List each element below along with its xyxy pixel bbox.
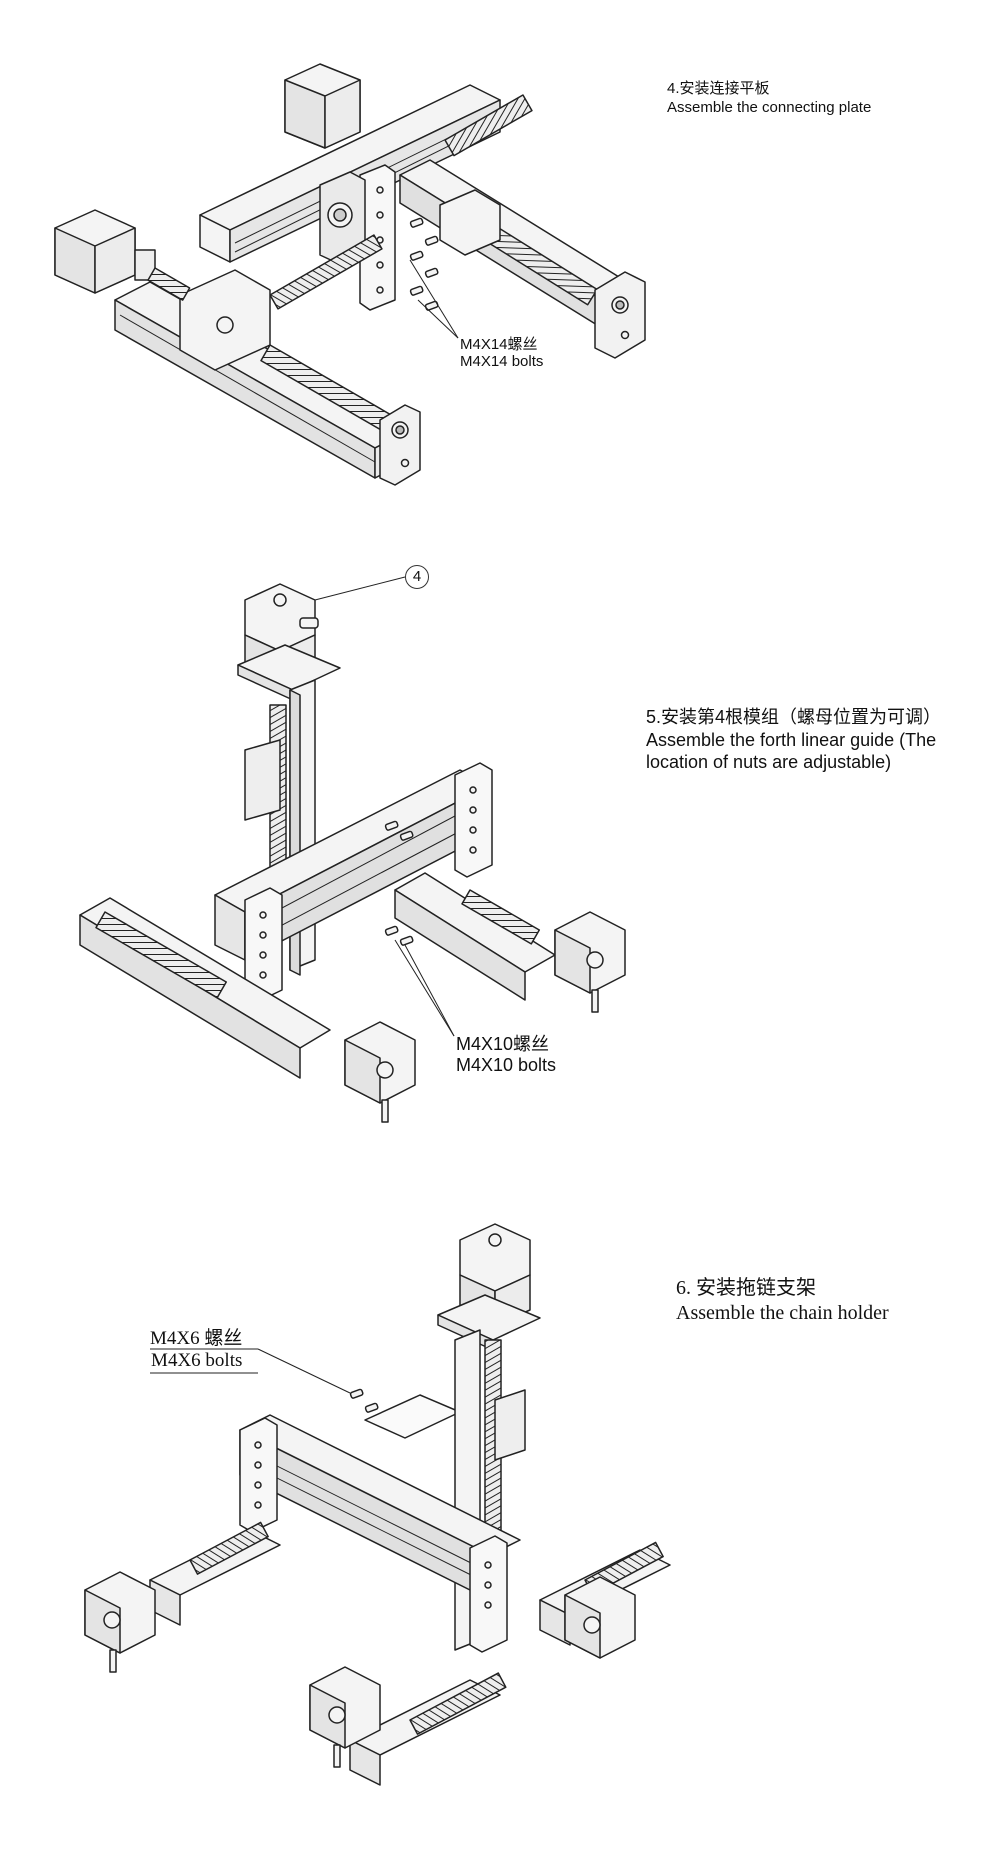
- step4-bolts: [409, 217, 439, 311]
- step6-motor-left: [84, 1571, 156, 1673]
- step6-bolts: [349, 1388, 379, 1413]
- step4-subtitle: Assemble the connecting plate: [667, 98, 872, 116]
- step5-callout-zh: M4X10螺丝: [456, 1034, 550, 1054]
- step5-motor-right: [554, 911, 626, 1013]
- step4-label: 4.安装连接平板 Assemble the connecting plate: [667, 80, 871, 118]
- step6-drawing: [84, 1223, 671, 1786]
- step6-motor-right: [564, 1576, 636, 1659]
- step4-title: 4.安装连接平板: [667, 80, 770, 97]
- step5-subtitle-line1: Assemble the forth linear guide (The: [646, 729, 937, 750]
- step4-callout-zh: M4X14螺丝: [460, 336, 538, 353]
- step6-title: 6. 安装拖链支架: [676, 1277, 816, 1299]
- step4-callout: M4X14螺丝 M4X14 bolts: [460, 336, 543, 371]
- step5-label: 5.安装第4根模组（螺母位置为可调） Assemble the forth li…: [646, 706, 941, 774]
- step5-bolts: [384, 820, 414, 946]
- step5-subtitle-line2: location of nuts are adjustable): [646, 752, 892, 772]
- step5-motor-front: [344, 1021, 416, 1123]
- step5-drawing: [79, 576, 626, 1123]
- step6-callout-en: M4X6 bolts: [151, 1349, 243, 1371]
- step4-motor-front: [54, 209, 156, 294]
- step4-right-rail: [399, 159, 641, 306]
- step6-callout: M4X6 螺丝 M4X6 bolts: [150, 1328, 242, 1372]
- step5-title: 5.安装第4根模组（螺母位置为可调）: [646, 707, 942, 727]
- step6-chain-holder: [364, 1394, 461, 1439]
- step6-subtitle: Assemble the chain holder: [676, 1302, 889, 1324]
- step5-callout-en: M4X10 bolts: [456, 1054, 557, 1075]
- step4-drawing: [54, 63, 646, 486]
- step5-callout: M4X10螺丝 M4X10 bolts: [456, 1034, 556, 1075]
- step4-motor-back: [284, 63, 361, 149]
- step4-callout-en: M4X14 bolts: [460, 353, 544, 371]
- step6-motor-front: [309, 1666, 381, 1768]
- step6-callout-zh: M4X6 螺丝: [150, 1328, 243, 1349]
- step6-label: 6. 安装拖链支架 Assemble the chain holder: [676, 1276, 889, 1326]
- part-balloon-4: 4: [405, 565, 429, 589]
